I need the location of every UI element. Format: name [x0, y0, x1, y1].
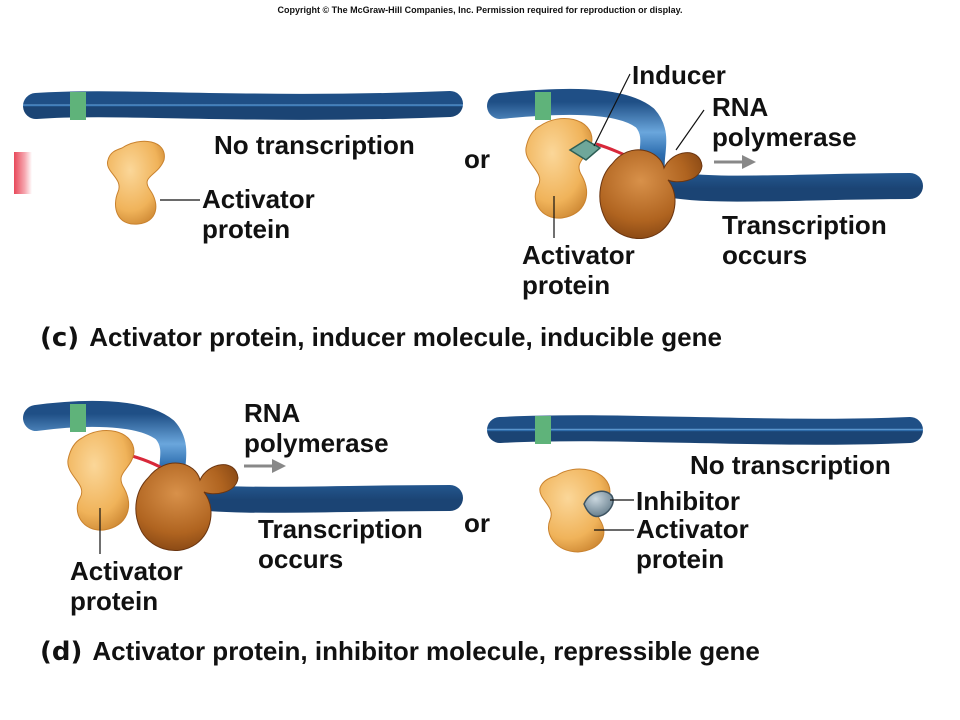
activator-binding-site: [70, 92, 86, 120]
panel-c-transcription-label-1: Transcription: [722, 210, 887, 240]
panel-c-left-dna: [23, 91, 463, 120]
activator-binding-site: [535, 416, 551, 444]
panel-d-left-activator-label-2: protein: [70, 586, 159, 616]
panel-d-left-activator-label-1: Activator: [70, 556, 183, 586]
panel-d-right-dna: [487, 415, 923, 445]
panel-c-right-activator-protein: [525, 118, 593, 219]
panel-d-or-label: or: [464, 508, 490, 538]
panel-c-left-activator-protein: [107, 140, 165, 225]
panel-d-caption-tag: (d): [40, 637, 83, 667]
panel-c-caption-text: Activator protein, inducer molecule, ind…: [89, 322, 722, 352]
panel-c-inducer-label: Inducer: [632, 60, 726, 90]
panel-c-left-activator-label-2: protein: [202, 214, 291, 244]
decorative-red-mark: [14, 152, 32, 194]
panel-d-no-transcription-label: No transcription: [690, 450, 891, 480]
activator-binding-site: [535, 92, 551, 120]
panel-c-rna-pointer: [675, 109, 705, 151]
panel-c-right-activator-label-1: Activator: [522, 240, 635, 270]
panel-c-no-transcription-label: No transcription: [214, 130, 415, 160]
panel-d-left-activator-protein: [67, 430, 135, 531]
panel-c-caption-tag: (c): [40, 323, 80, 353]
panel-c-left-activator-label-1: Activator: [202, 184, 315, 214]
panel-c-rna-label-1: RNA: [712, 92, 769, 122]
panel-d-caption-text: Activator protein, inhibitor molecule, r…: [92, 636, 760, 666]
panel-d-right-activator-label-1: Activator: [636, 514, 749, 544]
panel-d-transcription-label-1: Transcription: [258, 514, 423, 544]
activator-binding-site: [70, 404, 86, 432]
panel-d-inhibitor-label: Inhibitor: [636, 486, 740, 516]
panel-d-transcription-label-2: occurs: [258, 544, 344, 574]
panel-d-caption: (d) Activator protein, inhibitor molecule…: [40, 636, 760, 667]
panel-c-inducer-pointer: [593, 73, 631, 147]
panel-d-right-activator-protein: [539, 468, 611, 553]
panel-d-left-rna-polymerase: [135, 462, 239, 552]
panel-c-or-label: or: [464, 144, 490, 174]
panel-c-transcription-label-2: occurs: [722, 240, 808, 270]
panel-c-transcription-arrow: [714, 155, 756, 169]
panel-c-right-activator-label-2: protein: [522, 270, 611, 300]
panel-d-rna-label-2: polymerase: [244, 428, 389, 458]
panel-d-transcription-arrow: [244, 459, 286, 473]
panel-d-rna-label-1: RNA: [244, 398, 301, 428]
copyright-notice: Copyright © The McGraw-Hill Companies, I…: [277, 5, 683, 15]
panel-d-right-inhibitor-molecule: [583, 490, 614, 518]
panel-c-caption: (c) Activator protein, inducer molecule, …: [40, 322, 722, 353]
panel-c-rna-label-2: polymerase: [712, 122, 857, 152]
panel-d-right-activator-label-2: protein: [636, 544, 725, 574]
panel-c-right-rna-polymerase: [599, 149, 703, 240]
panel-c-right-inducer-molecule: [568, 139, 602, 161]
